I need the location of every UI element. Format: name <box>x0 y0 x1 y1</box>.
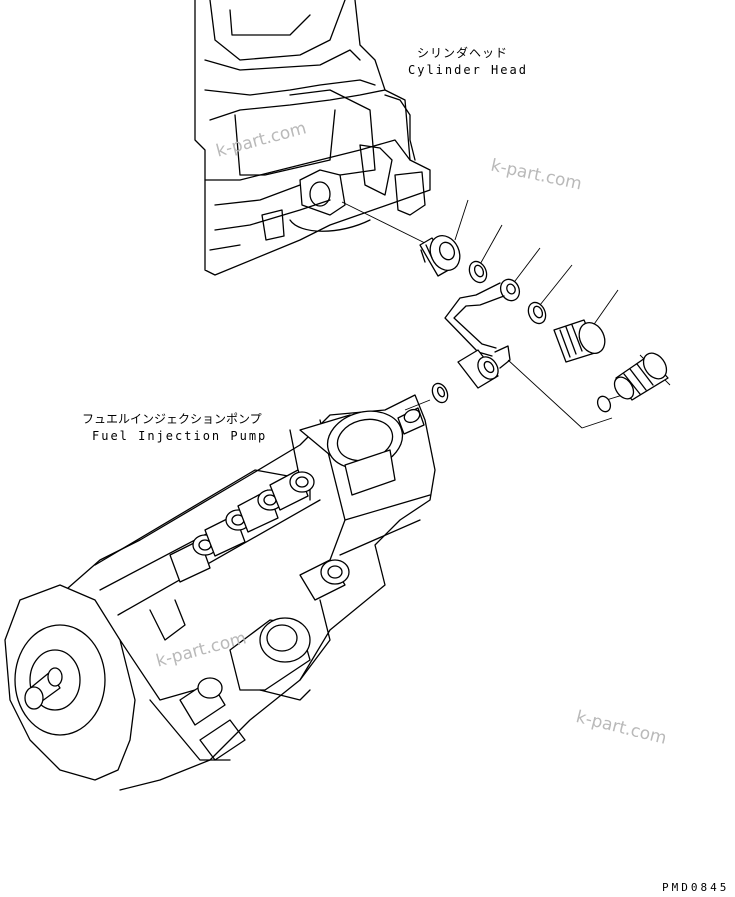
pump-lower-assembly <box>150 560 349 760</box>
pump-drive-end <box>5 585 135 780</box>
fuel-pipe <box>445 276 523 388</box>
plug-bolt <box>420 231 465 276</box>
gasket-2 <box>525 300 549 327</box>
overflow-valve <box>611 349 672 403</box>
pump-label-jp: フュエルインジェクションポンプ <box>82 412 262 426</box>
gasket-3 <box>429 381 450 405</box>
cylinder-head-label-en: Cylinder Head <box>408 63 528 77</box>
pump-label-en: Fuel Injection Pump <box>92 429 268 443</box>
cylinder-head <box>195 0 430 275</box>
delivery-valve-holders <box>170 470 314 582</box>
eye-bolt <box>554 318 610 362</box>
gasket-1 <box>466 259 490 286</box>
gasket-4 <box>595 394 613 414</box>
cylinder-head-label-jp: シリンダヘッド <box>417 46 509 60</box>
drawing-code: PMD0845 <box>662 881 730 894</box>
fuel-injection-pump <box>5 395 435 790</box>
